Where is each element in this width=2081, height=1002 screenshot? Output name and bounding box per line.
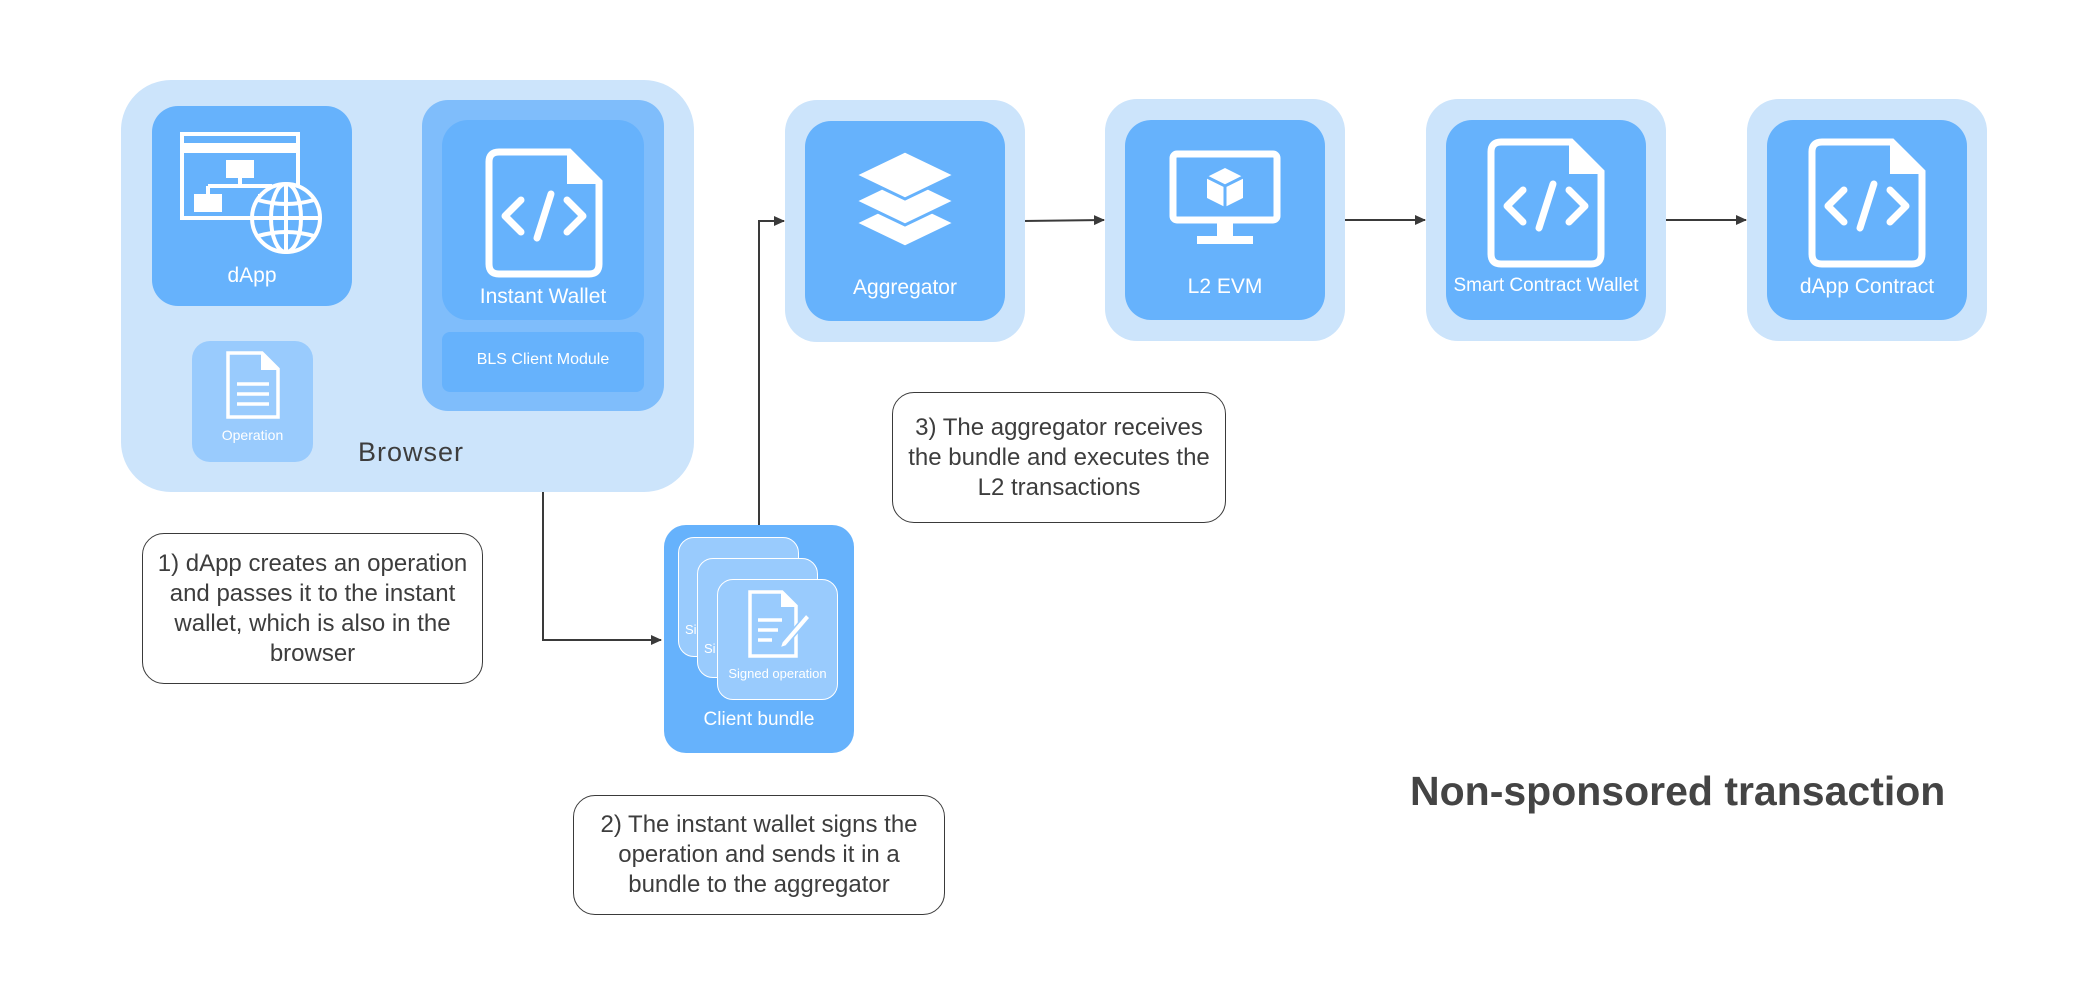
- bls-client-module[interactable]: BLS Client Module: [442, 332, 644, 392]
- instant-wallet-label: Instant Wallet: [479, 285, 607, 308]
- operation-label: Operation: [221, 427, 284, 443]
- step2-note: 2) The instant wallet signs the operatio…: [573, 795, 945, 915]
- connector-bundle-to-aggregator: [758, 216, 785, 525]
- bls-client-module-label: BLS Client Module: [476, 351, 610, 368]
- signed-operation-card: Signed operation: [717, 579, 838, 700]
- code-file-icon: [1487, 138, 1605, 268]
- client-bundle-node[interactable]: Si Si Signed operation Client bundle: [664, 525, 854, 753]
- diagram-title: Non-sponsored transaction: [1410, 768, 1946, 814]
- code-file-icon: [1808, 138, 1926, 268]
- l2-evm-node[interactable]: L2 EVM: [1125, 120, 1325, 320]
- dapp-label: dApp: [227, 264, 277, 287]
- instant-wallet-node[interactable]: Instant Wallet: [442, 120, 644, 320]
- client-bundle-label: Client bundle: [703, 709, 815, 730]
- aggregator-node[interactable]: Aggregator: [805, 121, 1005, 321]
- code-file-icon: [485, 148, 603, 278]
- document-icon: [226, 351, 280, 419]
- aggregator-container: Aggregator: [785, 100, 1025, 342]
- layers-icon: [853, 149, 957, 249]
- signed-operation-label: Signed operation: [728, 666, 827, 681]
- monitor-cube-icon: [1169, 150, 1281, 244]
- dapp-contract-label: dApp Contract: [1799, 275, 1935, 298]
- step1-note: 1) dApp creates an operation and passes …: [142, 533, 483, 684]
- connector-aggregator-to-l2evm: [1022, 215, 1105, 226]
- instant-wallet-group: Instant Wallet BLS Client Module: [422, 100, 664, 411]
- operation-node[interactable]: Operation: [192, 341, 313, 462]
- smart-contract-wallet-label: Smart Contract Wallet: [1453, 275, 1639, 296]
- dapp-contract-node[interactable]: dApp Contract: [1767, 120, 1967, 320]
- signed-operation-back-1-label: Si: [704, 641, 716, 656]
- smart-contract-wallet-container: Smart Contract Wallet: [1426, 99, 1666, 341]
- browser-label: Browser: [358, 437, 465, 467]
- website-sitemap-globe-icon: [180, 132, 322, 254]
- dapp-contract-container: dApp Contract: [1747, 99, 1987, 341]
- step3-note: 3) The aggregator receives the bundle an…: [892, 392, 1226, 523]
- dapp-node[interactable]: dApp: [152, 106, 352, 306]
- signed-operation-back-2-label: Si: [685, 622, 697, 637]
- l2-evm-container: L2 EVM: [1105, 99, 1345, 341]
- l2-evm-label: L2 EVM: [1187, 275, 1263, 298]
- aggregator-label: Aggregator: [853, 276, 957, 299]
- smart-contract-wallet-node[interactable]: Smart Contract Wallet: [1446, 120, 1646, 320]
- signed-document-icon: [748, 590, 812, 658]
